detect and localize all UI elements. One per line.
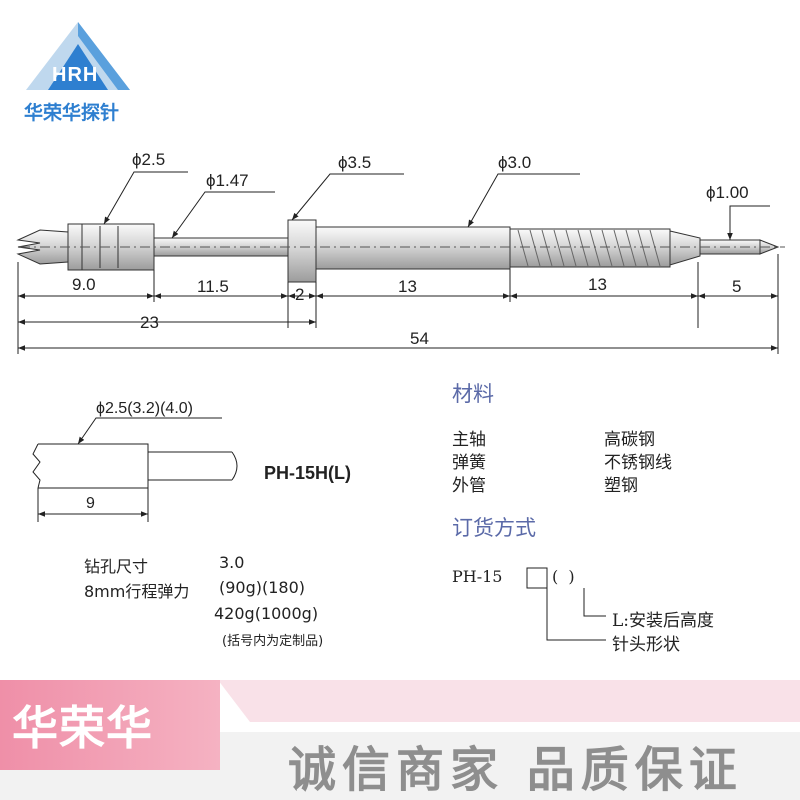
spring-force-values-2: 420g(1000g)	[214, 604, 319, 623]
ordering-prefix: PH-15	[452, 567, 503, 586]
diameter-tail-label: ϕ1.00	[706, 183, 749, 202]
probe-body	[16, 219, 780, 283]
brand-tag: 华荣华	[0, 680, 220, 770]
brand-tag-text: 华荣华	[12, 701, 153, 755]
spring-force-values-1: (90g)(180)	[219, 578, 306, 597]
collar	[287, 219, 317, 283]
tip-detail-model: PH-15H(L)	[264, 463, 351, 483]
spring-coils	[517, 229, 661, 267]
tip-detail-diameter: ϕ2.5(3.2)(4.0)	[96, 400, 193, 417]
diameter-neck-label: ϕ1.47	[206, 171, 249, 190]
segment-dimension-lines	[18, 293, 778, 351]
drill-size-value: 3.0	[219, 553, 245, 572]
diameter-tip-label: ϕ2.5	[132, 150, 165, 169]
material-part-3: 外管	[452, 476, 486, 496]
logo-triangle-icon	[26, 22, 130, 90]
spring	[509, 228, 671, 268]
probe-drawing: ϕ2.5 ϕ1.47 ϕ3.5 ϕ3.0 ϕ1.00 9.0 11.5 2 13…	[16, 150, 785, 641]
diameter-collar-label: ϕ3.5	[338, 153, 371, 172]
material-value-3: 塑钢	[604, 476, 638, 496]
taper	[669, 230, 701, 266]
ordering-callout-lines	[526, 567, 606, 641]
total-label-23: 23	[140, 313, 159, 332]
total-label-54: 54	[410, 329, 429, 348]
diameter-barrel-label: ϕ3.0	[498, 153, 531, 172]
spring-force-label: 8mm行程弹力	[84, 582, 190, 601]
tip-detail-length: 9	[86, 495, 95, 512]
segment-label-2: 11.5	[197, 277, 229, 296]
material-part-2: 弹簧	[452, 453, 486, 473]
custom-note: (括号内为定制品)	[222, 634, 324, 649]
tip-detail-drawing	[32, 417, 238, 522]
material-value-2: 不锈钢线	[604, 453, 672, 473]
barrel	[315, 226, 511, 270]
ordering-paren: ( )	[552, 567, 575, 586]
diameter-leaders	[103, 171, 770, 240]
segment-label-5: 13	[588, 275, 607, 294]
ordering-callout-l: L:安装后高度	[612, 611, 715, 631]
ordering-title: 订货方式	[452, 516, 536, 540]
segment-label-1: 9.0	[72, 275, 96, 294]
segment-label-4: 13	[398, 277, 417, 296]
logo: HRH 华荣华探针	[18, 14, 138, 124]
logo-brand-name: 华荣华探针	[24, 102, 120, 124]
segment-label-3: 2	[295, 285, 304, 304]
materials-title: 材料	[452, 382, 494, 406]
slogan: 诚信商家 品质保证	[288, 742, 743, 798]
ordering-callout-head: 针头形状	[612, 635, 680, 655]
material-value-1: 高碳钢	[604, 430, 655, 450]
material-part-1: 主轴	[452, 430, 486, 450]
segment-label-6: 5	[732, 277, 741, 296]
logo-letters: HRH	[52, 64, 99, 86]
drill-size-label: 钻孔尺寸	[84, 557, 149, 576]
